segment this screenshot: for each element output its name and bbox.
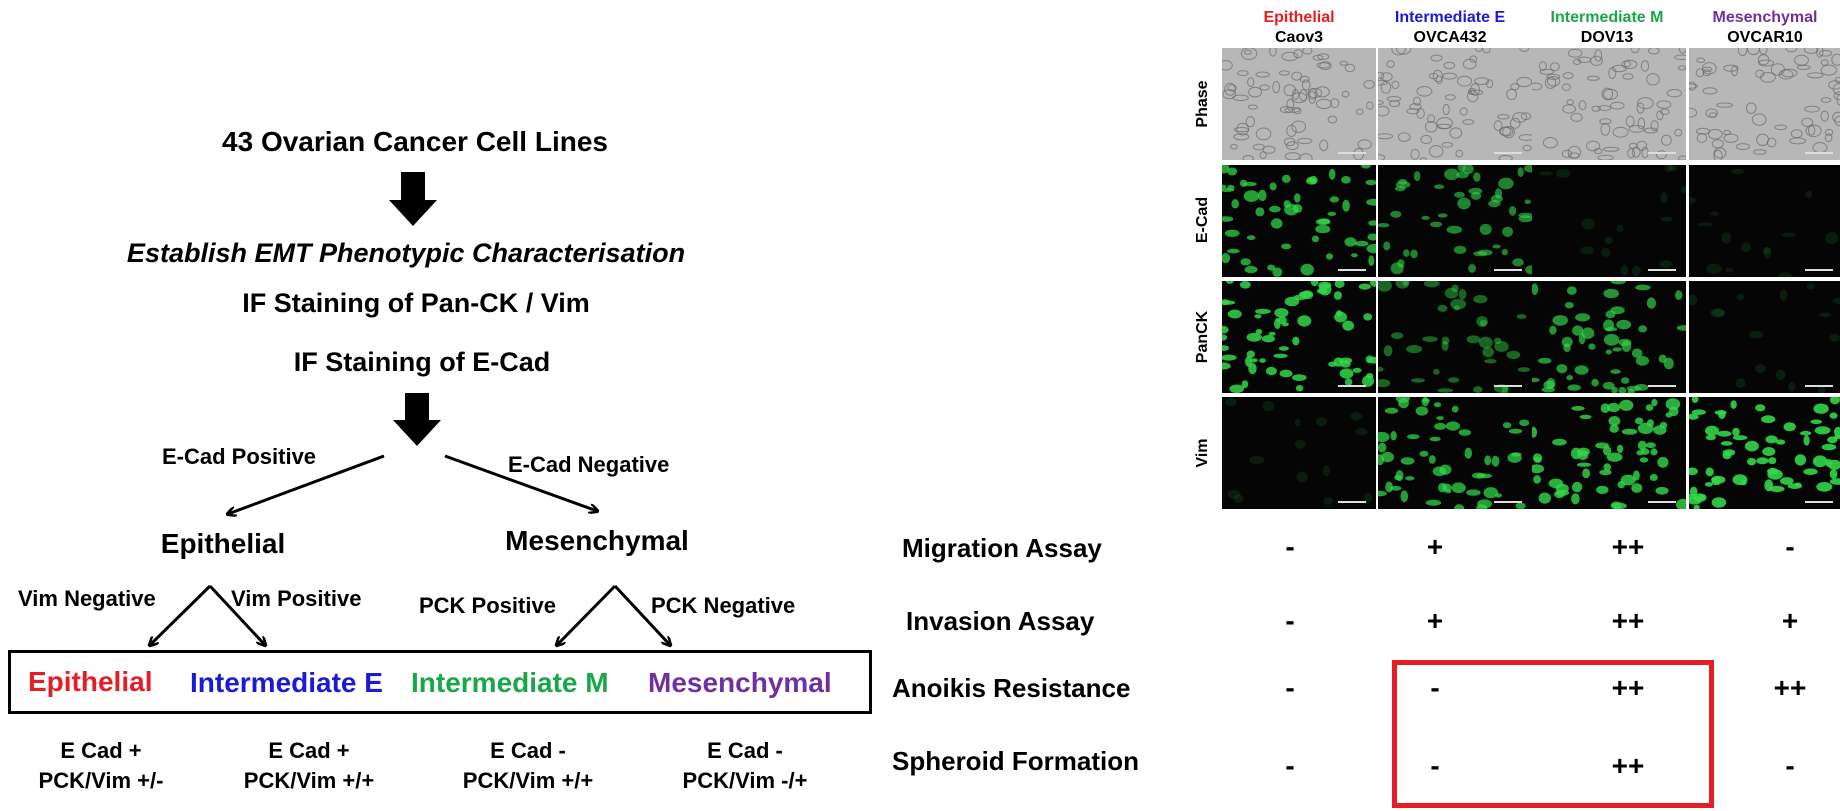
arrow-to-intermediate-e <box>208 584 265 645</box>
micrograph-phase-3 <box>1532 48 1686 160</box>
scale-bar <box>1805 269 1833 271</box>
branch-vim-negative: Vim Negative <box>18 586 156 611</box>
flowchart-arrows <box>0 172 900 811</box>
column-header-epithelial: Epithelial Caov3 <box>1263 9 1335 46</box>
result-mesenchymal: Mesenchymal <box>648 667 832 698</box>
class-mesenchymal: Mesenchymal <box>505 525 689 556</box>
micrograph-phase-4 <box>1689 48 1840 160</box>
micrograph-ecad-1 <box>1222 165 1376 277</box>
assay-score: - <box>1285 672 1295 703</box>
class-epithelial: Epithelial <box>160 528 286 559</box>
scale-bar <box>1338 501 1366 503</box>
result-epithelial: Epithelial <box>28 666 153 697</box>
micrograph-panck-3 <box>1532 281 1686 393</box>
assay-score: + <box>1426 531 1444 562</box>
micrograph-vim-4 <box>1689 397 1840 509</box>
assay-score: - <box>1430 750 1440 781</box>
arrow-to-epithelial-sub <box>150 584 212 645</box>
assay-score: - <box>1285 605 1295 636</box>
step-ecad-staining: IF Staining of E-Cad <box>293 347 551 377</box>
result-intermediate-e: Intermediate E <box>190 667 383 698</box>
result-intermediate-m: Intermediate M <box>411 667 609 698</box>
row-label-vim: Vim <box>1194 438 1211 468</box>
assay-label-spheroid: Spheroid Formation <box>892 746 1139 776</box>
highlight-box <box>1392 660 1714 808</box>
scale-bar <box>1648 152 1676 154</box>
assay-label-migration: Migration Assay <box>902 533 1102 563</box>
step-pan-ck-vim-staining: IF Staining of Pan-CK / Vim <box>242 288 590 318</box>
branch-pck-positive: PCK Positive <box>419 593 556 618</box>
block-arrow-down-2 <box>393 393 441 446</box>
assay-score: + <box>1426 605 1444 636</box>
arrow-to-intermediate-m <box>557 584 617 645</box>
micrograph-panck-1 <box>1222 281 1376 393</box>
micrograph-phase-1 <box>1222 48 1376 160</box>
branch-ecad-positive: E-Cad Positive <box>162 444 317 469</box>
micrograph-panck-2 <box>1378 281 1532 393</box>
arrow-to-epithelial <box>228 454 385 514</box>
arrow-to-mesenchymal <box>444 454 597 511</box>
micrograph-ecad-2 <box>1378 165 1532 277</box>
scale-bar <box>1648 385 1676 387</box>
phenotype-classes-box <box>8 650 872 714</box>
scale-bar <box>1494 385 1522 387</box>
micrograph-panck-4 <box>1689 281 1840 393</box>
scale-bar <box>1338 152 1366 154</box>
assay-score: - <box>1785 531 1795 562</box>
column-header-intermediate-m: Intermediate M DOV13 <box>1550 9 1664 46</box>
flowchart-title: 43 Ovarian Cancer Cell Lines <box>222 126 608 157</box>
marker-profile-mesenchymal: E Cad -PCK/Vim -/+ <box>682 738 808 793</box>
assay-score: ++ <box>1611 672 1645 703</box>
step-establish-emt: Establish EMT Phenotypic Characterisatio… <box>126 238 686 268</box>
row-label-ecad: E-Cad <box>1194 196 1211 244</box>
scale-bar <box>1648 269 1676 271</box>
assay-score: - <box>1430 672 1440 703</box>
branch-vim-positive: Vim Positive <box>231 586 362 611</box>
column-header-mesenchymal: Mesenchymal OVCAR10 <box>1712 9 1818 46</box>
scale-bar <box>1338 269 1366 271</box>
scale-bar <box>1648 501 1676 503</box>
assay-score: ++ <box>1611 605 1645 636</box>
scale-bar <box>1338 385 1366 387</box>
assay-label-invasion: Invasion Assay <box>906 606 1095 636</box>
assay-score: + <box>1781 605 1799 636</box>
row-label-panck: PanCK <box>1194 310 1211 364</box>
micrograph-ecad-4 <box>1689 165 1840 277</box>
assay-score: - <box>1285 531 1295 562</box>
micrograph-vim-2 <box>1378 397 1532 509</box>
marker-profile-intermediate-e: E Cad +PCK/Vim +/+ <box>243 738 375 793</box>
assay-score: ++ <box>1611 531 1645 562</box>
row-label-phase: Phase <box>1194 80 1211 128</box>
column-header-intermediate-e: Intermediate E OVCA432 <box>1394 9 1506 46</box>
micrograph-ecad-3 <box>1532 165 1686 277</box>
scale-bar <box>1805 385 1833 387</box>
assay-score: ++ <box>1773 672 1807 703</box>
scale-bar <box>1805 152 1833 154</box>
assay-label-anoikis: Anoikis Resistance <box>892 673 1131 703</box>
scale-bar <box>1494 152 1522 154</box>
scale-bar <box>1805 501 1833 503</box>
assay-score: - <box>1785 750 1795 781</box>
micrograph-vim-1 <box>1222 397 1376 509</box>
micrograph-vim-3 <box>1532 397 1686 509</box>
marker-profile-epithelial: E Cad +PCK/Vim +/- <box>38 738 164 793</box>
arrow-to-mesenchymal-sub <box>613 584 670 645</box>
scale-bar <box>1494 501 1522 503</box>
scale-bar <box>1494 269 1522 271</box>
marker-profile-intermediate-m: E Cad -PCK/Vim +/+ <box>462 738 594 793</box>
block-arrow-down-1 <box>389 172 437 226</box>
assay-score: - <box>1285 750 1295 781</box>
micrograph-phase-2 <box>1378 48 1532 160</box>
branch-pck-negative: PCK Negative <box>651 593 796 618</box>
assay-score: ++ <box>1611 750 1645 781</box>
branch-ecad-negative: E-Cad Negative <box>508 452 670 477</box>
